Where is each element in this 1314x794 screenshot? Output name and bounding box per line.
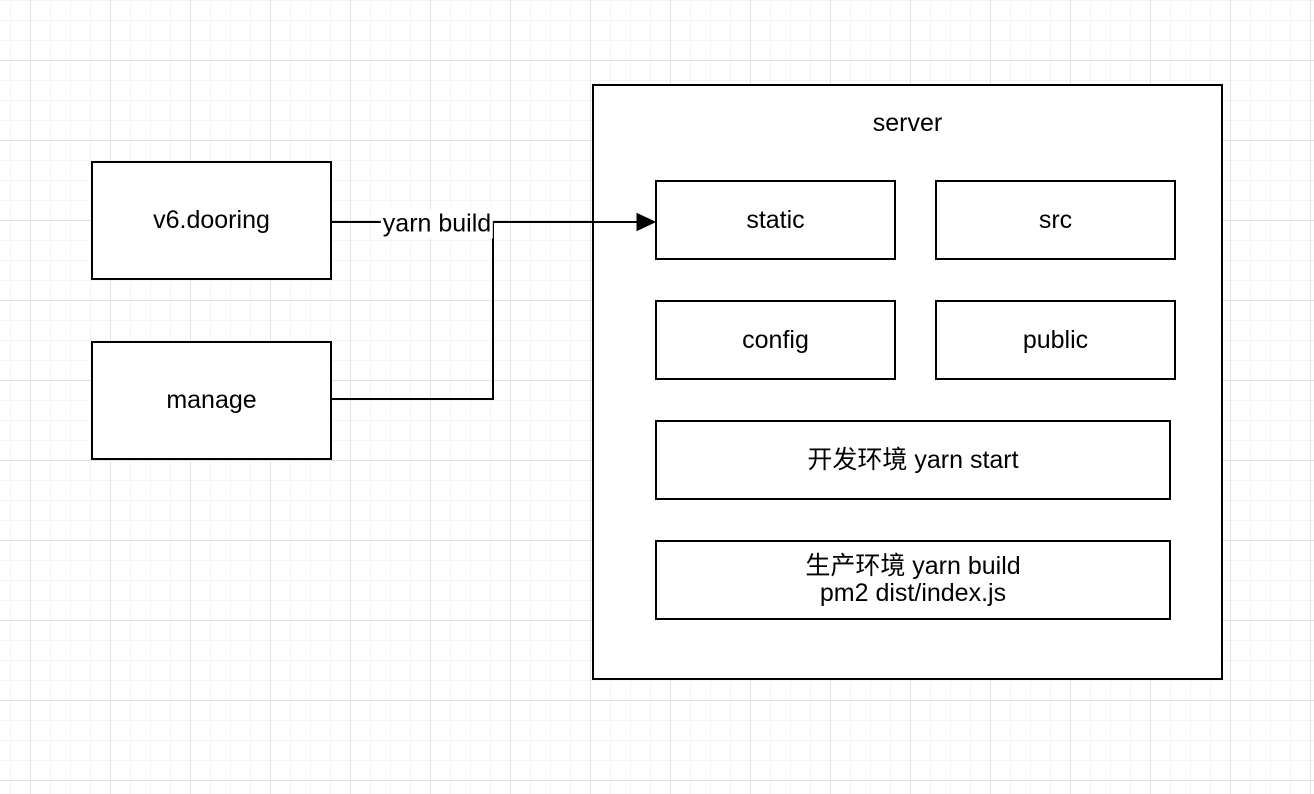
node-prod-env-label-line2: pm2 dist/index.js bbox=[819, 579, 1007, 607]
node-static[interactable]: static bbox=[655, 180, 896, 260]
node-config-label: config bbox=[742, 325, 809, 354]
node-v6-dooring[interactable]: v6.dooring bbox=[91, 161, 332, 280]
node-src[interactable]: src bbox=[935, 180, 1176, 260]
node-v6-dooring-label: v6.dooring bbox=[153, 206, 270, 234]
node-server-label: server bbox=[872, 109, 943, 137]
node-config[interactable]: config bbox=[655, 300, 896, 380]
node-prod-env-label-line1: 生产环境 yarn build bbox=[805, 552, 1021, 580]
node-dev-env-label: 开发环境 yarn start bbox=[807, 445, 1019, 474]
edge-manage-line[interactable] bbox=[332, 223, 494, 400]
node-manage[interactable]: manage bbox=[91, 341, 332, 460]
node-src-label: src bbox=[1038, 205, 1073, 234]
node-prod-env[interactable]: 生产环境 yarn build pm2 dist/index.js bbox=[655, 540, 1171, 620]
node-public[interactable]: public bbox=[935, 300, 1176, 380]
node-static-label: static bbox=[746, 205, 805, 234]
edge-manage-join[interactable] bbox=[332, 223, 494, 400]
node-dev-env[interactable]: 开发环境 yarn start bbox=[655, 420, 1171, 500]
node-manage-label: manage bbox=[166, 386, 257, 414]
edge-yarn-build-label[interactable]: yarn build bbox=[380, 209, 494, 239]
node-public-label: public bbox=[1022, 325, 1089, 354]
